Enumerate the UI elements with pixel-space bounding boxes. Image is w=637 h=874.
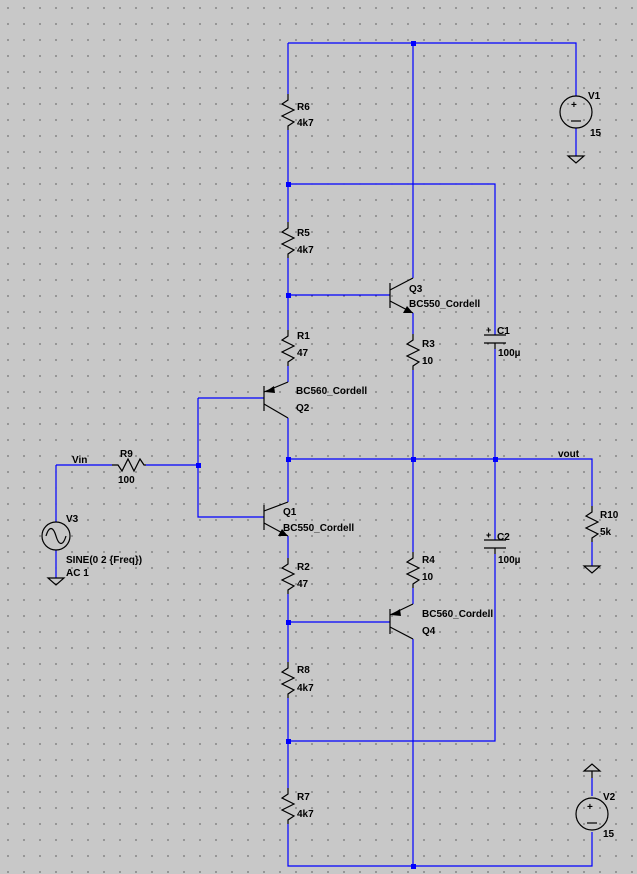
transistor-Q1[interactable]: Q1 BC550_Cordell [263,501,354,537]
junction [286,620,291,625]
v1-plus-sign: + [571,100,577,111]
r5-value: 4k7 [297,245,314,256]
resistor-R10[interactable]: R10 5k [584,506,619,542]
r5-name: R5 [297,228,310,239]
r10-value: 5k [600,527,612,538]
r6-value: 4k7 [297,118,314,129]
capacitor-C1[interactable]: + C1 100µ [484,325,521,359]
r7-value: 4k7 [297,809,314,820]
r6-name: R6 [297,102,310,113]
r7-name: R7 [297,792,310,803]
c1-plus-sign: + [486,325,491,335]
v3-value: SINE(0 2 {Freq}) [66,555,142,566]
junction [286,293,291,298]
voltage-source-V3[interactable]: V3 SINE(0 2 {Freq}) AC 1 [41,514,142,579]
r8-name: R8 [297,665,310,676]
q2-model: BC560_Cordell [296,386,367,397]
junction [286,182,291,187]
transistor-Q2[interactable]: BC560_Cordell Q2 [263,381,367,419]
v2-plus-sign: + [587,802,593,813]
resistor-R8[interactable]: R8 4k7 [280,662,314,698]
v2-value: 15 [603,829,615,840]
resistor-R3[interactable]: R3 10 [405,334,435,370]
resistor-R5[interactable]: R5 4k7 [280,222,314,258]
q4-name: Q4 [422,626,436,637]
junction [286,739,291,744]
r2-name: R2 [297,562,310,573]
q1-model: BC550_Cordell [283,523,354,534]
net-label-vin: Vin [72,455,87,466]
junction [286,457,291,462]
net-label-vout: vout [558,449,580,460]
voltage-source-V1[interactable]: + V1 15 [559,91,602,139]
resistor-R4[interactable]: R4 10 [405,552,435,588]
resistor-R7[interactable]: R7 4k7 [280,788,314,824]
r9-name: R9 [120,449,133,460]
q4-model: BC560_Cordell [422,609,493,620]
c2-value: 100µ [498,555,521,566]
ground-icon [566,155,586,164]
c2-name: C2 [497,532,510,543]
r4-name: R4 [422,555,435,566]
r3-value: 10 [422,356,434,367]
resistor-R6[interactable]: R6 4k7 [280,94,314,130]
q3-model: BC550_Cordell [409,299,480,310]
r1-value: 47 [297,348,309,359]
c1-name: C1 [497,326,510,337]
r8-value: 4k7 [297,683,314,694]
q1-name: Q1 [283,507,297,518]
r9-value: 100 [118,475,135,486]
capacitor-C2[interactable]: + C2 100µ [484,530,521,566]
r10-name: R10 [600,510,619,521]
junction [411,864,416,869]
resistor-R1[interactable]: R1 47 [280,330,310,366]
r2-value: 47 [297,579,309,590]
junction [411,457,416,462]
v3-ac: AC 1 [66,568,89,579]
v1-value: 15 [590,128,602,139]
c2-plus-sign: + [486,530,491,540]
junction [493,457,498,462]
r4-value: 10 [422,572,434,583]
ground-icon [582,565,602,574]
q3-name: Q3 [409,284,423,295]
r1-name: R1 [297,331,310,342]
v1-name: V1 [588,91,601,102]
v3-name: V3 [66,514,79,525]
transistor-Q3[interactable]: Q3 BC550_Cordell [389,277,480,314]
inverted-ground-icon [582,763,602,778]
voltage-source-V2[interactable]: + V2 15 [575,792,616,840]
transistor-Q4[interactable]: BC560_Cordell Q4 [389,603,493,640]
c1-value: 100µ [498,348,521,359]
r3-name: R3 [422,339,435,350]
ground-icon [46,577,66,586]
resistor-R9[interactable]: R9 100 [112,449,146,486]
junction [196,463,201,468]
resistor-R2[interactable]: R2 47 [280,558,310,594]
wires [55,42,593,867]
junction [411,41,416,46]
v2-name: V2 [603,792,616,803]
junctions [196,41,498,869]
q2-name: Q2 [296,403,310,414]
